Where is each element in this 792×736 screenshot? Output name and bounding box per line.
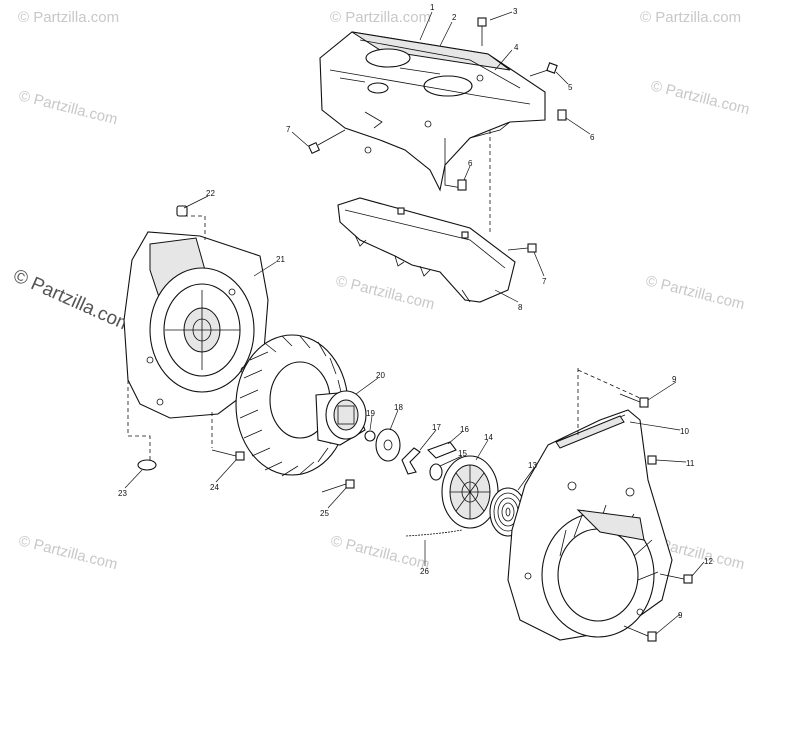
watermark-text: © Partzilla.com bbox=[329, 532, 431, 573]
bolt-icon bbox=[529, 62, 558, 77]
bolt-icon bbox=[211, 449, 245, 461]
pawl-icon bbox=[427, 441, 457, 459]
watermark-text: © Partzilla.com bbox=[334, 272, 436, 313]
watermark-layer: © Partzilla.com © Partzilla.com © Partzi… bbox=[10, 9, 751, 573]
watermark-text: © Partzilla.com bbox=[17, 87, 119, 128]
starter-cup-icon bbox=[315, 390, 367, 446]
callout-13: 13 bbox=[528, 461, 537, 470]
callout-3: 3 bbox=[513, 7, 518, 16]
plug-icon bbox=[176, 205, 188, 217]
callout-10: 10 bbox=[680, 427, 689, 436]
callout-9: 9 bbox=[678, 611, 683, 620]
fan-housing-icon bbox=[123, 231, 269, 419]
callout-22: 22 bbox=[206, 189, 215, 198]
washer-plate-icon bbox=[375, 428, 401, 462]
recoil-starter-icon bbox=[441, 455, 499, 529]
callout-16: 16 bbox=[460, 425, 469, 434]
ring-icon bbox=[429, 463, 443, 481]
callout-19: 19 bbox=[366, 409, 375, 418]
rubber-pad-icon bbox=[457, 179, 467, 191]
watermark-text: © Partzilla.com bbox=[644, 272, 746, 313]
nut-icon bbox=[364, 430, 376, 442]
callout-5: 5 bbox=[568, 83, 573, 92]
starter-rope-icon bbox=[405, 529, 463, 537]
grommet-icon bbox=[137, 459, 157, 471]
callout-23: 23 bbox=[118, 489, 127, 498]
bolt-icon bbox=[619, 393, 649, 408]
callout-20: 20 bbox=[376, 371, 385, 380]
pawl-spring-icon bbox=[401, 447, 421, 475]
callout-21: 21 bbox=[276, 255, 285, 264]
callout-6: 6 bbox=[590, 133, 595, 142]
callout-8: 8 bbox=[518, 303, 523, 312]
bolt-icon bbox=[659, 573, 693, 584]
bolt-icon bbox=[307, 129, 346, 155]
leader-lines bbox=[124, 11, 705, 635]
bolt-icon bbox=[507, 243, 537, 253]
bolt-icon bbox=[477, 17, 487, 46]
rubber-pad-icon bbox=[557, 109, 567, 121]
callout-9: 9 bbox=[672, 375, 677, 384]
callout-14: 14 bbox=[484, 433, 493, 442]
callout-25: 25 bbox=[320, 509, 329, 518]
callout-11: 11 bbox=[686, 459, 695, 468]
callout-24: 24 bbox=[210, 483, 219, 492]
callout-7: 7 bbox=[542, 277, 547, 286]
callout-1: 1 bbox=[430, 3, 435, 12]
callout-12: 12 bbox=[704, 557, 713, 566]
callout-15: 15 bbox=[458, 449, 467, 458]
watermark-text: © Partzilla.com bbox=[330, 9, 431, 26]
callout-2: 2 bbox=[452, 13, 457, 22]
bolt-icon bbox=[623, 625, 657, 642]
shroud-cover-icon bbox=[319, 31, 546, 192]
callout-7: 7 bbox=[286, 125, 291, 134]
recoil-housing-icon bbox=[507, 409, 673, 641]
callout-4: 4 bbox=[514, 43, 519, 52]
lower-duct-icon bbox=[337, 197, 516, 303]
callout-6: 6 bbox=[468, 159, 473, 168]
watermark-text-prominent: © Partzilla.com bbox=[10, 265, 136, 336]
watermark-text: © Partzilla.com bbox=[649, 77, 751, 118]
callout-labels: 1 2 3 4 5 6 6 7 7 8 9 10 11 12 9 13 14 1… bbox=[118, 3, 713, 620]
watermark-text: © Partzilla.com bbox=[640, 9, 741, 26]
callout-26: 26 bbox=[420, 567, 429, 576]
watermark-text: © Partzilla.com bbox=[17, 532, 119, 573]
watermark-text: © Partzilla.com bbox=[18, 9, 119, 26]
callout-18: 18 bbox=[394, 403, 403, 412]
nut-icon bbox=[647, 455, 657, 465]
callout-17: 17 bbox=[432, 423, 441, 432]
bolt-icon bbox=[321, 479, 355, 493]
